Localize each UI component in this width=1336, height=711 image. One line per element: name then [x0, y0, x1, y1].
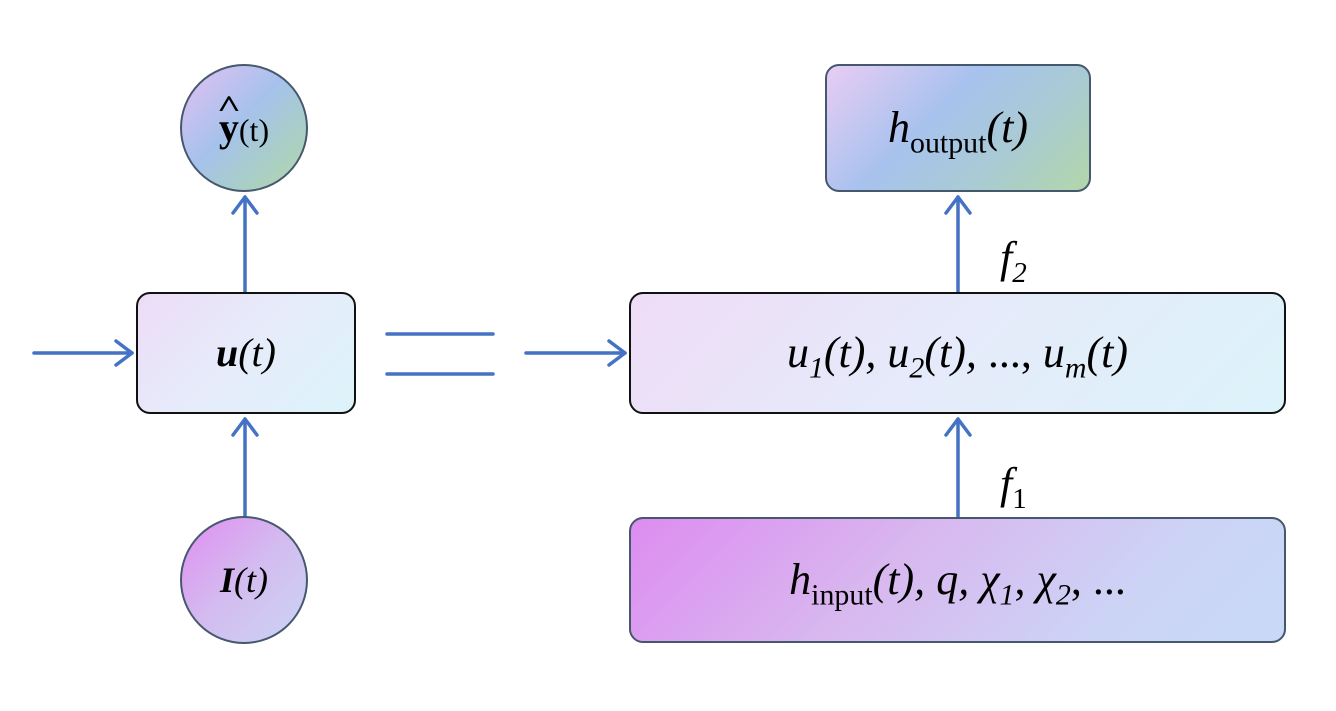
u1-arg: (t),: [823, 328, 877, 377]
f1-label: f1: [1000, 458, 1027, 514]
f1-subscript: 1: [1012, 483, 1027, 516]
f2-label: f2: [1000, 232, 1027, 288]
i-symbol: I: [220, 560, 235, 600]
u-list-node: u1(t), u2(t), ..., um(t): [629, 292, 1286, 414]
q-symbol: q,: [936, 555, 970, 604]
h-output-subscript: output: [910, 126, 987, 160]
arrow-into-u: [32, 339, 134, 367]
u-symbol: u: [215, 330, 239, 375]
u-arg: (t): [238, 330, 276, 375]
y-hat-symbol: y: [219, 108, 239, 148]
h-output-arg: (t): [986, 103, 1028, 152]
u-list-ellipsis: ...,: [987, 328, 1032, 377]
u2-arg: (t),: [924, 328, 977, 377]
chi1-separator: ,: [1014, 555, 1026, 604]
f1-symbol: f: [1000, 459, 1013, 508]
y-hat-node: y(t): [180, 64, 308, 192]
arrow-u-to-yhat: [231, 195, 259, 294]
h-input-subscript: input: [811, 578, 873, 612]
chi2-separator: , ...: [1070, 555, 1126, 604]
arrow-into-u-list: [524, 339, 627, 367]
y-hat-arg: (t): [238, 112, 270, 148]
chi2-subscript: 2: [1055, 578, 1071, 612]
arrow-hinput-to-ulist: [944, 417, 972, 519]
f2-symbol: f: [1000, 233, 1013, 282]
arrow-ulist-to-houtput: [944, 195, 972, 294]
chi2-symbol: χ: [1036, 555, 1056, 604]
u2-subscript: 2: [909, 351, 925, 385]
h-input-arg: (t),: [872, 555, 926, 604]
u2-symbol: u: [887, 328, 910, 377]
f2-subscript: 2: [1012, 257, 1027, 290]
i-node: I(t): [180, 516, 308, 644]
h-output-node: houtput(t): [825, 64, 1091, 192]
i-arg: (t): [234, 560, 268, 600]
equals-sign: [385, 332, 495, 376]
h-output-symbol: h: [888, 103, 911, 152]
um-subscript: m: [1064, 351, 1087, 385]
um-symbol: u: [1042, 328, 1065, 377]
chi1-symbol: χ: [980, 555, 1000, 604]
chi1-subscript: 1: [999, 578, 1015, 612]
arrow-i-to-u: [231, 417, 259, 518]
um-arg: (t): [1086, 328, 1129, 377]
h-input-node: hinput(t), q, χ1, χ2, ...: [629, 517, 1286, 643]
h-input-symbol: h: [789, 555, 812, 604]
u1-symbol: u: [786, 328, 809, 377]
u1-subscript: 1: [808, 351, 824, 385]
u-node: u(t): [136, 292, 356, 414]
